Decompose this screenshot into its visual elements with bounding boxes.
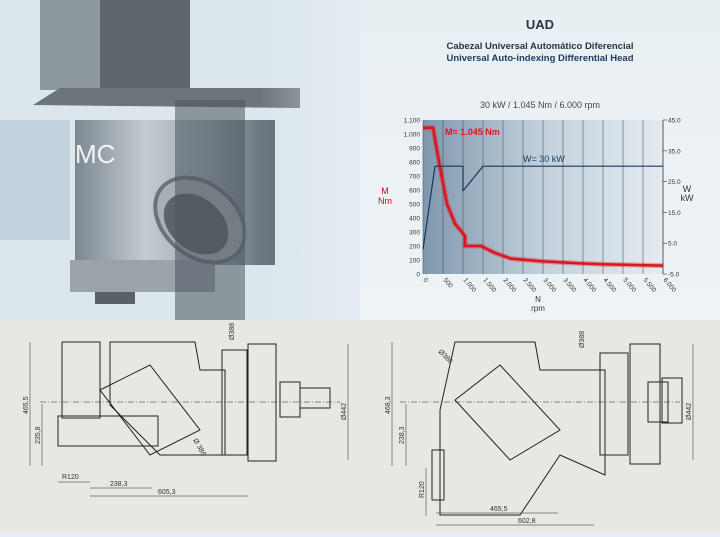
- milling-head-illustration: MC: [0, 0, 420, 320]
- y-tick-label: 100: [409, 258, 420, 265]
- x-tick-label: 6.000: [661, 277, 677, 294]
- x-tick-label: 5.000: [621, 277, 637, 294]
- dim-label: 465,5: [490, 506, 508, 513]
- x-tick-label: 500: [441, 277, 454, 290]
- x-tick-label: 2.500: [521, 277, 537, 294]
- x-axis-label: rpm: [531, 304, 545, 313]
- dim-label: 235,8: [35, 426, 42, 444]
- x-tick-label: 3.500: [561, 277, 577, 294]
- dim-label: 238,3: [399, 426, 406, 444]
- subtitle-english: Universal Auto-indexing Differential Hea…: [446, 53, 634, 64]
- y2-tick-label: 35.0: [668, 148, 681, 155]
- drawing-front-view: [391, 341, 694, 526]
- dim-label: 468,3: [385, 396, 392, 414]
- y2-tick-label: -5.0: [668, 272, 680, 279]
- torque-annotation: M= 1.045 Nm: [445, 127, 500, 137]
- y-tick-label: 300: [409, 230, 420, 237]
- y-tick-label: 0: [416, 272, 420, 279]
- dim-label: R120: [419, 481, 426, 498]
- y-tick-label: 200: [409, 244, 420, 251]
- logo-text: MC: [75, 139, 115, 169]
- x-tick-label: 4.000: [581, 277, 597, 294]
- y-tick-label: 900: [409, 146, 420, 153]
- technical-drawings: 465,5 235,8 R120 238,3 605,3 Ø388 Ø442 Ø…: [0, 320, 720, 532]
- x-tick-label: 0: [421, 277, 429, 285]
- x-tick-label: 4.500: [601, 277, 617, 294]
- x-tick-label: 1.500: [481, 277, 497, 294]
- dim-label: 465,5: [23, 396, 30, 414]
- y-axis-label: M: [381, 186, 389, 196]
- y-tick-label: 500: [409, 202, 420, 209]
- y2-tick-label: 5.0: [668, 241, 677, 248]
- x-axis-label: N: [535, 295, 541, 304]
- x-tick-label: 5.500: [641, 277, 657, 294]
- dim-label: 602,8: [518, 518, 536, 525]
- y2-tick-label: 45.0: [668, 118, 681, 125]
- x-tick-label: 1.000: [461, 277, 477, 294]
- y-tick-label: 600: [409, 188, 420, 195]
- dim-label: Ø 386: [191, 438, 207, 458]
- product-photo: MC: [0, 0, 420, 320]
- torque-line: [423, 126, 664, 267]
- dim-label: Ø442: [686, 403, 693, 420]
- dim-label: Ø388: [579, 331, 586, 348]
- subtitle-spanish: Cabezal Universal Automático Diferencial: [446, 41, 634, 52]
- y-tick-label: 700: [409, 174, 420, 181]
- drawing-side-view: [29, 341, 349, 497]
- y-tick-label: 1.100: [404, 118, 421, 125]
- y2-tick-label: 15.0: [668, 210, 681, 217]
- power-annotation: W= 30 kW: [523, 154, 565, 164]
- dimension-labels: 465,5 235,8 R120 238,3 605,3 Ø388 Ø442 Ø…: [23, 323, 693, 525]
- y2-tick-label: 25.0: [668, 179, 681, 186]
- dim-label: R120: [62, 474, 79, 481]
- x-tick-label: 3.000: [541, 277, 557, 294]
- chart-title: 30 kW / 1.045 Nm / 6.000 rpm: [480, 100, 600, 110]
- dim-label: 238,3: [110, 481, 128, 488]
- y2-axis-label: W: [683, 184, 692, 194]
- y-tick-label: 800: [409, 160, 420, 167]
- power-line: [422, 165, 663, 250]
- product-title: UAD: [525, 17, 555, 32]
- dim-label: Ø442: [341, 403, 348, 420]
- dim-label: Ø386: [437, 348, 454, 365]
- y-tick-label: 1.000: [404, 132, 421, 139]
- y2-axis-label: kW: [681, 193, 695, 203]
- y-tick-label: 400: [409, 216, 420, 223]
- y-axis-label: Nm: [378, 196, 392, 206]
- dimension-drawings: [29, 341, 694, 526]
- dim-label: Ø388: [229, 323, 236, 340]
- x-tick-label: 2.000: [501, 277, 517, 294]
- dim-label: 605,3: [158, 489, 176, 496]
